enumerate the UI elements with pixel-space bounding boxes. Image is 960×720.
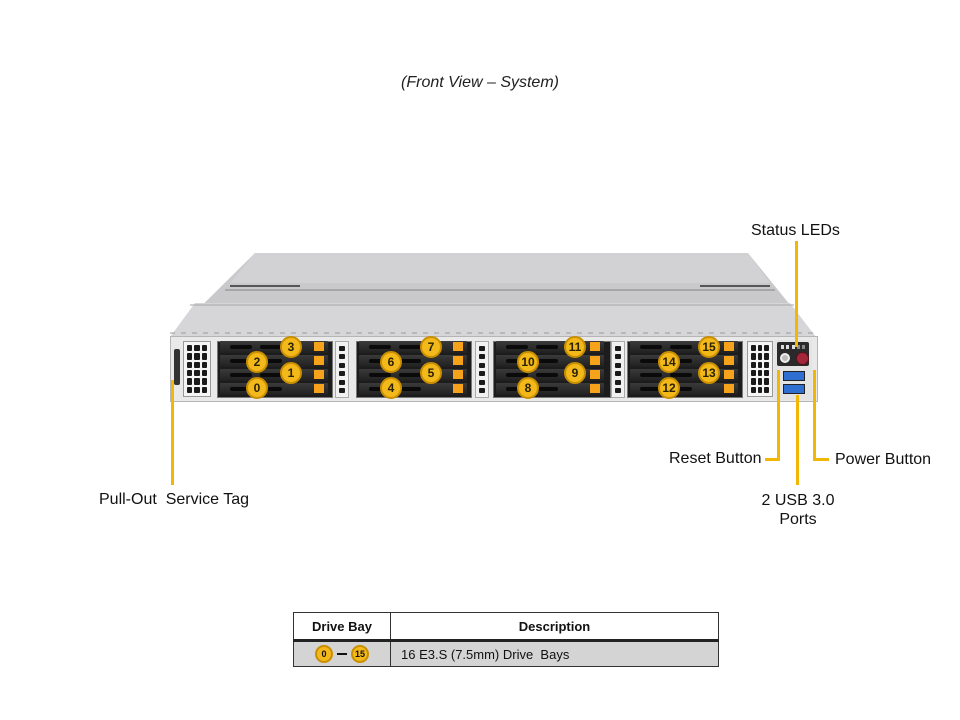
drive-bay-number-badge: 3 [280, 336, 302, 358]
drive-bay-range-cell: 0 15 [293, 640, 391, 667]
drive-bay-number-badge: 12 [658, 377, 680, 399]
bay-divider [335, 341, 349, 398]
drive-bay-number-badge: 1 [280, 362, 302, 384]
drive-bay-table: Drive Bay Description 0 15 16 E3.S (7.5m… [293, 612, 719, 667]
power-button-callout-line [813, 370, 816, 461]
range-dash [337, 653, 347, 655]
drive-tray[interactable] [220, 369, 328, 381]
service-tag-callout-line [171, 380, 174, 485]
drive-bay-number-badge: 0 [246, 377, 268, 399]
drive-activity-led [590, 342, 600, 351]
header-description: Description [390, 612, 719, 642]
status-led-panel [777, 342, 809, 366]
drive-bay-number-badge: 11 [564, 336, 586, 358]
bay-end-badge: 15 [351, 645, 369, 663]
drive-activity-led [453, 356, 463, 365]
bay-start-badge: 0 [315, 645, 333, 663]
drive-activity-led [724, 384, 734, 393]
drive-bay-number-badge: 9 [564, 362, 586, 384]
service-tag-label: Pull-Out Service Tag [99, 491, 249, 508]
left-vent [183, 341, 211, 397]
table-row: 0 15 16 E3.S (7.5mm) Drive Bays [293, 640, 719, 667]
table-header-row: Drive Bay Description [293, 612, 719, 642]
drive-tray[interactable] [630, 341, 738, 353]
reset-button-label: Reset Button [669, 450, 762, 467]
drive-bay-number-badge: 10 [517, 351, 539, 373]
drive-tray[interactable] [220, 341, 328, 353]
drive-bay-number-badge: 15 [698, 336, 720, 358]
drive-tray[interactable] [496, 341, 604, 353]
drive-bay-number-badge: 14 [658, 351, 680, 373]
control-panel [774, 340, 812, 400]
drive-tray[interactable] [496, 369, 604, 381]
power-button-label: Power Button [835, 451, 932, 468]
status-leds-label: Status LEDs [751, 222, 840, 239]
reset-button[interactable] [780, 353, 790, 363]
drive-activity-led [314, 356, 324, 365]
header-drive-bay: Drive Bay [293, 612, 391, 642]
drive-activity-led [724, 370, 734, 379]
drive-bay-number-badge: 5 [420, 362, 442, 384]
drive-tray[interactable] [630, 369, 738, 381]
drive-bay-number-badge: 8 [517, 377, 539, 399]
drive-tray[interactable] [359, 369, 467, 381]
usb-ports-label-line1: 2 USB 3.0 [761, 492, 835, 509]
drive-activity-led [590, 370, 600, 379]
drive-bay-number-badge: 7 [420, 336, 442, 358]
usb-ports-label-line2: Ports [779, 511, 817, 528]
bay-divider [475, 341, 489, 398]
drive-tray[interactable] [630, 355, 738, 367]
drive-tray[interactable] [220, 383, 328, 395]
reset-button-callout-tick [765, 458, 780, 461]
drive-activity-led [314, 370, 324, 379]
status-leds [781, 345, 805, 350]
usb-ports-label: 2 USB 3.0 Ports [748, 491, 848, 529]
drive-tray[interactable] [220, 355, 328, 367]
drive-activity-led [453, 370, 463, 379]
drive-bay-number-badge: 6 [380, 351, 402, 373]
usb-port-1[interactable] [783, 371, 805, 381]
power-button-callout-tick [813, 458, 829, 461]
drive-activity-led [314, 342, 324, 351]
drive-bay-number-badge: 2 [246, 351, 268, 373]
drive-tray[interactable] [496, 355, 604, 367]
drive-activity-led [453, 384, 463, 393]
bay-divider [611, 341, 625, 398]
usb-port-2[interactable] [783, 384, 805, 394]
drive-activity-led [590, 356, 600, 365]
chassis-lid [170, 253, 816, 337]
drive-activity-led [724, 342, 734, 351]
right-vent [747, 341, 773, 397]
drive-tray[interactable] [359, 341, 467, 353]
drive-bay-number-badge: 4 [380, 377, 402, 399]
power-button[interactable] [796, 352, 809, 365]
status-leds-callout-line [795, 241, 798, 347]
drive-tray[interactable] [359, 355, 467, 367]
description-cell: 16 E3.S (7.5mm) Drive Bays [390, 640, 719, 667]
drive-activity-led [590, 384, 600, 393]
usb-ports-callout-line [796, 395, 799, 485]
drive-activity-led [724, 356, 734, 365]
reset-button-callout-line [777, 370, 780, 461]
drive-activity-led [453, 342, 463, 351]
drive-tray[interactable] [630, 383, 738, 395]
drive-activity-led [314, 384, 324, 393]
drive-tray[interactable] [496, 383, 604, 395]
figure-caption: (Front View – System) [401, 74, 559, 91]
drive-bay-number-badge: 13 [698, 362, 720, 384]
drive-tray[interactable] [359, 383, 467, 395]
service-tag-handle[interactable] [174, 349, 180, 385]
